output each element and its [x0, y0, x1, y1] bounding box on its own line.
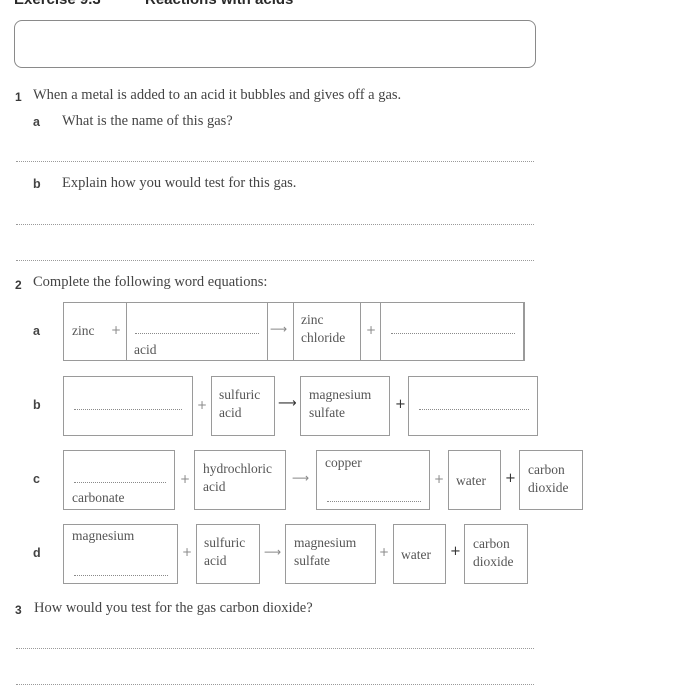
- equation-d-plus-2: +: [379, 545, 390, 559]
- equation-b-reactant2-line1: sulfuric: [219, 387, 261, 402]
- equation-b-plus-1: +: [197, 398, 208, 412]
- equation-d-reactant1-prefix: magnesium: [72, 528, 135, 543]
- exercise-number: Exercise 9.3: [14, 0, 101, 8]
- equation-a-reactant2-box[interactable]: acid: [126, 302, 268, 361]
- equation-b-label: b: [33, 398, 41, 412]
- equation-a-reactant1: zinc: [72, 323, 95, 338]
- equation-a-reactant2-suffix: acid: [134, 342, 157, 357]
- equation-c-reactant1-blank[interactable]: [74, 482, 166, 483]
- equation-c-product2: water: [456, 473, 486, 488]
- equation-b-product2-blank[interactable]: [419, 409, 529, 410]
- equation-b-product2-box[interactable]: [408, 376, 538, 436]
- equation-d-plus-1: +: [182, 545, 193, 559]
- equation-c-product2-box: water: [448, 450, 501, 510]
- answer-line-1a[interactable]: [16, 161, 534, 162]
- equation-a-product2-box[interactable]: [380, 302, 524, 361]
- equation-c-product1-blank[interactable]: [327, 501, 421, 502]
- equation-d-product1-box: magnesium sulfate: [285, 524, 376, 584]
- equation-b-product1-line1: magnesium: [309, 387, 372, 402]
- question-1-text: When a metal is added to an acid it bubb…: [33, 87, 402, 103]
- equation-c-reactant2-box: hydrochloric acid: [194, 450, 286, 510]
- equation-a-product1-line2: chloride: [301, 330, 346, 345]
- equation-a-plus-2: +: [366, 323, 377, 337]
- exercise-title: Reactions with acids: [145, 0, 293, 8]
- equation-d-reactant1-blank[interactable]: [74, 575, 168, 576]
- equation-c-product1-box[interactable]: copper: [316, 450, 430, 510]
- equation-c-label: c: [33, 472, 40, 486]
- equation-d-product3-line2: dioxide: [473, 554, 514, 569]
- equation-a-reactant2-blank[interactable]: [135, 333, 259, 334]
- answer-line-3-1[interactable]: [16, 648, 534, 649]
- equation-c-plus-3: +: [505, 471, 516, 486]
- equation-c-arrow: ⟶: [292, 471, 310, 485]
- equation-b-reactant2-line2: acid: [219, 405, 242, 420]
- equation-a-label: a: [33, 324, 40, 338]
- equation-d-product3-box: carbon dioxide: [464, 524, 528, 584]
- equation-d-product2-box: water: [393, 524, 446, 584]
- equation-a-product2-blank[interactable]: [391, 333, 515, 334]
- equation-c-reactant1-box[interactable]: carbonate: [63, 450, 175, 510]
- equation-c-reactant2-line1: hydrochloric: [203, 461, 272, 476]
- question-2-number: 2: [15, 278, 22, 292]
- question-1-number: 1: [15, 90, 22, 104]
- equation-d-product2: water: [401, 547, 431, 562]
- question-1a-label: a: [33, 115, 40, 129]
- equation-c-product3-line1: carbon: [528, 462, 565, 477]
- equation-d-product1-line2: sulfate: [294, 553, 330, 568]
- equation-c-product3-line2: dioxide: [528, 480, 569, 495]
- equation-a-arrow: ⟶: [270, 322, 288, 336]
- equation-b-product1-box: magnesium sulfate: [300, 376, 390, 436]
- equation-b-reactant1-box[interactable]: [63, 376, 193, 436]
- name-field-box[interactable]: [14, 20, 536, 68]
- equation-a-product1-line1: zinc: [301, 312, 324, 327]
- equation-d-reactant2-line1: sulfuric: [204, 535, 246, 550]
- equation-a-product1-box: zinc chloride: [293, 302, 361, 361]
- equation-b-plus-2: +: [395, 397, 406, 412]
- equation-c-plus-2: +: [434, 472, 445, 486]
- equation-b-arrow: ⟶: [278, 396, 297, 411]
- question-3-number: 3: [15, 603, 22, 617]
- equation-b-reactant1-blank[interactable]: [74, 409, 182, 410]
- question-3-text: How would you test for the gas carbon di…: [34, 600, 313, 616]
- equation-c-product1-prefix: copper: [325, 455, 362, 470]
- equation-c-reactant1-suffix: carbonate: [72, 490, 125, 505]
- equation-d-reactant2-box: sulfuric acid: [196, 524, 260, 584]
- equation-d-arrow: ⟶: [264, 545, 282, 559]
- equation-d-product3-line1: carbon: [473, 536, 510, 551]
- question-1b-text: Explain how you would test for this gas.: [62, 175, 297, 191]
- equation-d-label: d: [33, 546, 41, 560]
- answer-line-3-2[interactable]: [16, 684, 534, 685]
- equation-d-product1-line1: magnesium: [294, 535, 357, 550]
- equation-a-plus-1: +: [111, 323, 122, 337]
- answer-line-1b-2[interactable]: [16, 260, 534, 261]
- equation-c-reactant2-line2: acid: [203, 479, 226, 494]
- equation-b-reactant2-box: sulfuric acid: [211, 376, 275, 436]
- equation-d-reactant2-line2: acid: [204, 553, 227, 568]
- equation-c-plus-1: +: [180, 472, 191, 486]
- equation-c-product3-box: carbon dioxide: [519, 450, 583, 510]
- question-1a-text: What is the name of this gas?: [62, 113, 233, 129]
- equation-d-reactant1-box[interactable]: magnesium: [63, 524, 178, 584]
- equation-b-product1-line2: sulfate: [309, 405, 345, 420]
- question-2-text: Complete the following word equations:: [33, 274, 268, 290]
- equation-d-plus-3: +: [450, 544, 461, 559]
- answer-line-1b-1[interactable]: [16, 224, 534, 225]
- question-1b-label: b: [33, 177, 41, 191]
